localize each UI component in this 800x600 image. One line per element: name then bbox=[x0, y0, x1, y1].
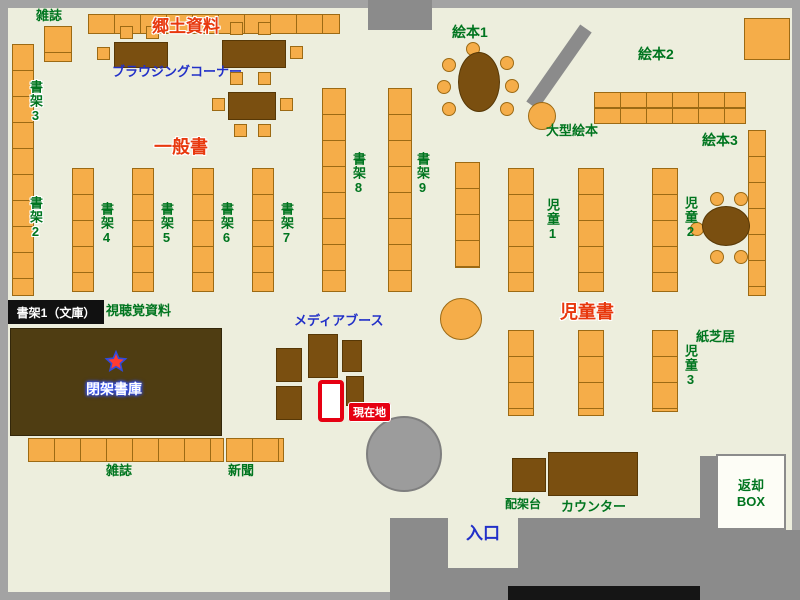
round-table-center bbox=[440, 298, 482, 340]
closed-stacks-label: 閉架書庫 bbox=[86, 381, 142, 397]
shelf-children-1 bbox=[508, 168, 534, 292]
shelf-right-wall bbox=[748, 130, 766, 296]
entrance-corridor bbox=[448, 518, 518, 568]
label-picture-books-1: 絵本1 bbox=[452, 24, 488, 40]
current-location-badge: 現在地 bbox=[348, 402, 391, 422]
shelf-top-right-corner bbox=[744, 18, 790, 60]
label-shelf-3: 書架3 bbox=[27, 80, 43, 124]
pillar bbox=[366, 416, 442, 492]
label-browsing-corner: ブラウジングコーナー bbox=[112, 64, 243, 79]
shelf-bookcase-9 bbox=[388, 88, 412, 292]
chair bbox=[258, 22, 271, 35]
chair bbox=[500, 56, 514, 70]
label-shelf-7: 書架7 bbox=[278, 202, 294, 246]
label-shelf-2: 書架2 bbox=[27, 196, 43, 240]
shelf-magazines-bottom bbox=[28, 438, 224, 462]
shelf-magazines-top bbox=[44, 26, 72, 62]
chair bbox=[437, 80, 451, 94]
shelf-center-column bbox=[455, 162, 480, 268]
chair bbox=[442, 58, 456, 72]
label-local-materials: 郷土資料 bbox=[152, 17, 220, 36]
chair bbox=[258, 72, 271, 85]
chair bbox=[442, 102, 456, 116]
chair bbox=[505, 79, 519, 93]
closed-stacks-room bbox=[10, 328, 222, 436]
shelf1-bunko-plate: 書架1（文庫） bbox=[8, 300, 104, 324]
label-children-books: 児童書 bbox=[560, 302, 614, 322]
chair bbox=[500, 102, 514, 116]
picture-books-table bbox=[458, 52, 500, 112]
media-booth-unit bbox=[308, 334, 338, 378]
shelf-large-picture-books bbox=[528, 102, 556, 130]
wall-top-center bbox=[368, 0, 432, 30]
shelf-children-lower-2 bbox=[578, 330, 604, 416]
label-children-1: 児童1 bbox=[544, 198, 560, 242]
label-picture-books-3: 絵本3 bbox=[702, 132, 738, 148]
shelving-stand-desk bbox=[512, 458, 546, 492]
shelf-picture-books-row-1 bbox=[594, 92, 746, 108]
label-counter: カウンター bbox=[561, 499, 627, 514]
label-newspapers: 新聞 bbox=[228, 463, 255, 478]
shelf-bookcase-6 bbox=[192, 168, 214, 292]
label-shelf-6: 書架6 bbox=[218, 202, 234, 246]
browsing-table bbox=[222, 40, 286, 68]
star-icon bbox=[104, 350, 128, 372]
label-entrance: 入口 bbox=[466, 524, 500, 543]
chair bbox=[710, 250, 724, 264]
chair bbox=[710, 192, 724, 206]
chair bbox=[97, 47, 110, 60]
shelf-children-3 bbox=[652, 330, 678, 412]
return-box-label-line1: 返却 bbox=[737, 478, 764, 493]
label-children-3: 児童3 bbox=[682, 344, 698, 388]
chair bbox=[280, 98, 293, 111]
label-audiovisual: 視聴覚資料 bbox=[106, 303, 172, 318]
chair bbox=[212, 98, 225, 111]
chair bbox=[120, 26, 133, 39]
label-shelf-9: 書架9 bbox=[414, 152, 430, 196]
wall-bottom-strip bbox=[508, 586, 700, 600]
shelf-bookcase-7 bbox=[252, 168, 274, 292]
shelf-picture-books-row-2 bbox=[594, 108, 746, 124]
label-shelving-stand: 配架台 bbox=[505, 497, 542, 511]
counter-desk bbox=[548, 452, 638, 496]
media-booth-unit bbox=[276, 348, 302, 382]
media-booth-unit bbox=[276, 386, 302, 420]
wall-bottom-right bbox=[700, 530, 800, 600]
return-box: 返却 BOX bbox=[716, 454, 786, 530]
chair bbox=[234, 124, 247, 137]
shelf-children-mid bbox=[578, 168, 604, 292]
browsing-table bbox=[228, 92, 276, 120]
children-round-table bbox=[702, 206, 750, 246]
shelf-newspapers bbox=[226, 438, 284, 462]
shelf-children-2 bbox=[652, 168, 678, 292]
wall-return-stub bbox=[700, 456, 716, 532]
label-media-booth: メディアブース bbox=[294, 313, 384, 328]
chair bbox=[146, 26, 159, 39]
label-general-books: 一般書 bbox=[154, 137, 208, 157]
media-booth-unit bbox=[342, 340, 362, 372]
label-picture-books-2: 絵本2 bbox=[638, 46, 674, 62]
current-location-marker bbox=[318, 380, 344, 422]
chair bbox=[230, 22, 243, 35]
return-box-label-line2: BOX bbox=[736, 494, 766, 509]
chair bbox=[290, 46, 303, 59]
shelf-bookcase-8 bbox=[322, 88, 346, 292]
label-magazines-top: 雑誌 bbox=[36, 8, 63, 23]
chair bbox=[230, 72, 243, 85]
shelf-children-lower-1 bbox=[508, 330, 534, 416]
label-shelf-5: 書架5 bbox=[158, 202, 174, 246]
shelf-bookcase-5 bbox=[132, 168, 154, 292]
label-shelf-4: 書架4 bbox=[98, 202, 114, 246]
label-shelf-8: 書架8 bbox=[350, 152, 366, 196]
browsing-table bbox=[114, 42, 168, 68]
chair bbox=[734, 192, 748, 206]
shelf-left-wall bbox=[12, 44, 34, 296]
label-magazines-bottom: 雑誌 bbox=[106, 463, 133, 478]
label-children-2: 児童2 bbox=[682, 196, 698, 240]
chair bbox=[258, 124, 271, 137]
chair bbox=[734, 250, 748, 264]
label-large-picture-books: 大型絵本 bbox=[546, 123, 599, 138]
shelf-bookcase-4 bbox=[72, 168, 94, 292]
label-kamishibai: 紙芝居 bbox=[696, 329, 736, 344]
